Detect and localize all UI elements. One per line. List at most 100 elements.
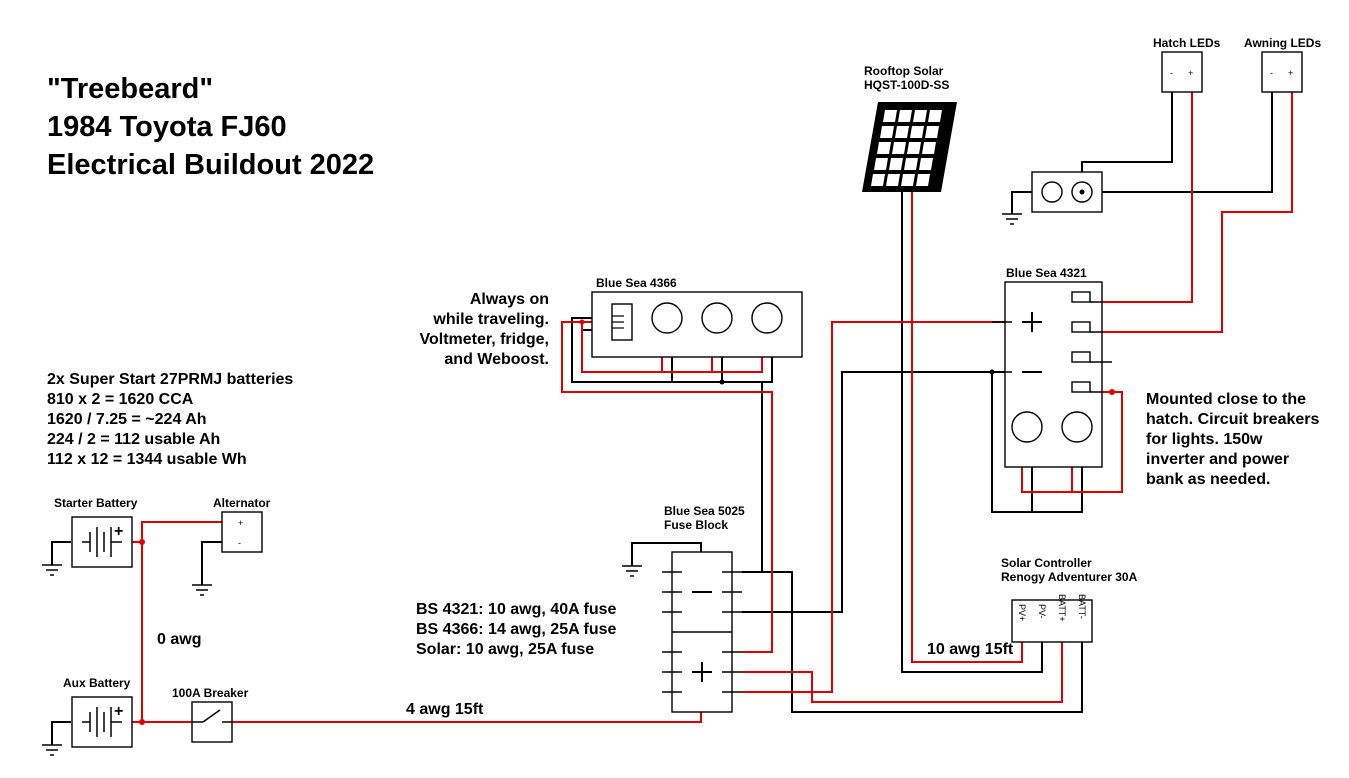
circuit-breaker [1071, 381, 1091, 393]
plus-sign: + [114, 523, 123, 540]
ground-symbol [622, 565, 642, 577]
power-socket [1061, 411, 1093, 443]
aux-battery-label: Aux Battery [63, 676, 131, 690]
bs4321-ground-bus [991, 372, 1083, 513]
plus-sign: + [114, 703, 123, 720]
bs4366-negative-bus [571, 317, 773, 383]
awning-leds: Awning LEDs - + [1244, 36, 1321, 93]
battery-notes: 2x Super Start 27PRMJ batteries 810 x 2 … [47, 371, 293, 468]
junction-dot [139, 539, 145, 545]
circuit-breaker [1071, 321, 1091, 333]
fuse-note-line: BS 4321: 10 awg, 40A fuse [416, 601, 616, 618]
awning-led-negative-wire [1102, 92, 1273, 193]
hatch-note-line: for lights. 150w [1146, 431, 1263, 448]
alternator-ground-wire [201, 541, 222, 585]
wire-label-4-awg: 4 awg 15ft [406, 701, 484, 718]
fuse-to-controller-positive [742, 642, 1063, 703]
controller-batt-plus: BATT+ [1057, 594, 1067, 622]
awning-leds-plus: + [1288, 68, 1293, 78]
ground-symbol [192, 584, 212, 596]
hatch-led-positive-wire [1102, 92, 1193, 303]
battery-note-line: 224 / 2 = 112 usable Ah [47, 431, 220, 448]
hatch-leds-minus: - [1170, 68, 1173, 78]
blue-sea-5025-fuse-block: Blue Sea 5025 Fuse Block [662, 504, 745, 713]
alternator-box [221, 511, 263, 553]
led-switch [1041, 181, 1063, 203]
battery-note-line: 2x Super Start 27PRMJ batteries [47, 371, 293, 388]
always-on-note-line: and Weboost. [444, 351, 549, 368]
hatch-note-line: bank as needed. [1146, 471, 1271, 488]
aux-ground-wire [51, 721, 71, 745]
fuse-to-bs4366-positive [561, 321, 773, 653]
four-awg-wire [232, 712, 702, 723]
ground-symbol [42, 564, 62, 576]
solar-negative-wire [901, 192, 1043, 673]
led-switch-panel [1031, 171, 1103, 213]
alternator-positive-wire [132, 521, 222, 543]
always-on-note: Always on while traveling. Voltmeter, fr… [419, 291, 549, 368]
junction-dot [139, 719, 145, 725]
fuse-to-bs4321-positive [742, 321, 1032, 693]
breaker-label: 100A Breaker [172, 686, 249, 700]
alternator: Alternator + - [213, 496, 271, 553]
junction-dot [1109, 389, 1115, 395]
awning-leds-label: Awning LEDs [1244, 36, 1321, 50]
awning-leds-minus: - [1270, 68, 1273, 78]
led-panel-ground-wire [1011, 191, 1032, 214]
alternator-minus: - [238, 538, 241, 548]
controller-batt-minus: BATT- [1077, 594, 1087, 619]
battery-note-line: 112 x 12 = 1344 usable Wh [47, 451, 247, 468]
12v-socket [751, 302, 783, 334]
hatch-leds-plus: + [1188, 68, 1193, 78]
battery-note-line: 810 x 2 = 1620 CCA [47, 391, 194, 408]
bs4366-label: Blue Sea 4366 [596, 276, 677, 290]
hatch-note-line: Mounted close to the [1146, 391, 1306, 408]
title-line-2: 1984 Toyota FJ60 [47, 111, 287, 143]
junction-dot [579, 319, 585, 325]
fuse-block-label-1: Blue Sea 5025 [664, 504, 745, 518]
hatch-note: Mounted close to the hatch. Circuit brea… [1146, 391, 1320, 488]
controller-box [1011, 599, 1093, 643]
battery-note-line: 1620 / 7.25 = ~224 Ah [47, 411, 207, 428]
always-on-note-line: while traveling. [432, 311, 549, 328]
hatch-leds: Hatch LEDs - + [1153, 36, 1221, 93]
fuse-to-controller-negative [742, 571, 1083, 713]
solar-positive-wire [911, 192, 1023, 663]
always-on-note-line: Voltmeter, fridge, [419, 331, 549, 348]
usb-socket [651, 302, 683, 334]
solar-controller: Solar Controller Renogy Adventurer 30A P… [1001, 556, 1138, 643]
bs4366-to-fuse-wire [742, 382, 763, 573]
title-line-1: "Treebeard" [47, 73, 213, 105]
fuse-note-line: Solar: 10 awg, 25A fuse [416, 641, 594, 658]
ground-symbol [1002, 213, 1022, 225]
controller-label-1: Solar Controller [1001, 556, 1092, 570]
solar-label-1: Rooftop Solar [864, 64, 944, 78]
awning-leds-box [1261, 51, 1303, 93]
hatch-note-line: inverter and power [1146, 451, 1289, 468]
blue-sea-4366: Blue Sea 4366 [591, 276, 803, 358]
power-socket [1011, 411, 1043, 443]
controller-pv-plus: PV+ [1017, 604, 1027, 621]
bs4321-label: Blue Sea 4321 [1006, 266, 1087, 280]
rooftop-solar-panel: Rooftop Solar HQST-100D-SS [862, 64, 957, 192]
always-on-note-line: Always on [470, 291, 549, 308]
hatch-leds-box [1161, 51, 1203, 93]
circuit-breaker [1071, 291, 1091, 303]
fuse-block-ground-wire [631, 542, 702, 566]
wire-label-0-awg: 0 awg [157, 631, 201, 648]
controller-label-2: Renogy Adventurer 30A [1001, 570, 1138, 584]
controller-pv-minus: PV- [1037, 604, 1047, 619]
fuse-block-label-2: Fuse Block [664, 518, 728, 532]
alternator-label: Alternator [213, 496, 271, 510]
aux-battery: Aux Battery + [63, 676, 133, 748]
starter-battery-label: Starter Battery [54, 496, 138, 510]
ground-symbol [42, 744, 62, 756]
junction-dot [719, 379, 725, 385]
wire-label-10-awg: 10 awg 15ft [927, 641, 1014, 658]
starter-battery: Starter Battery + [54, 496, 138, 568]
solar-label-2: HQST-100D-SS [864, 78, 949, 92]
awning-led-positive-wire [1102, 92, 1293, 333]
alternator-plus: + [238, 518, 243, 528]
starter-ground-wire [51, 541, 71, 565]
